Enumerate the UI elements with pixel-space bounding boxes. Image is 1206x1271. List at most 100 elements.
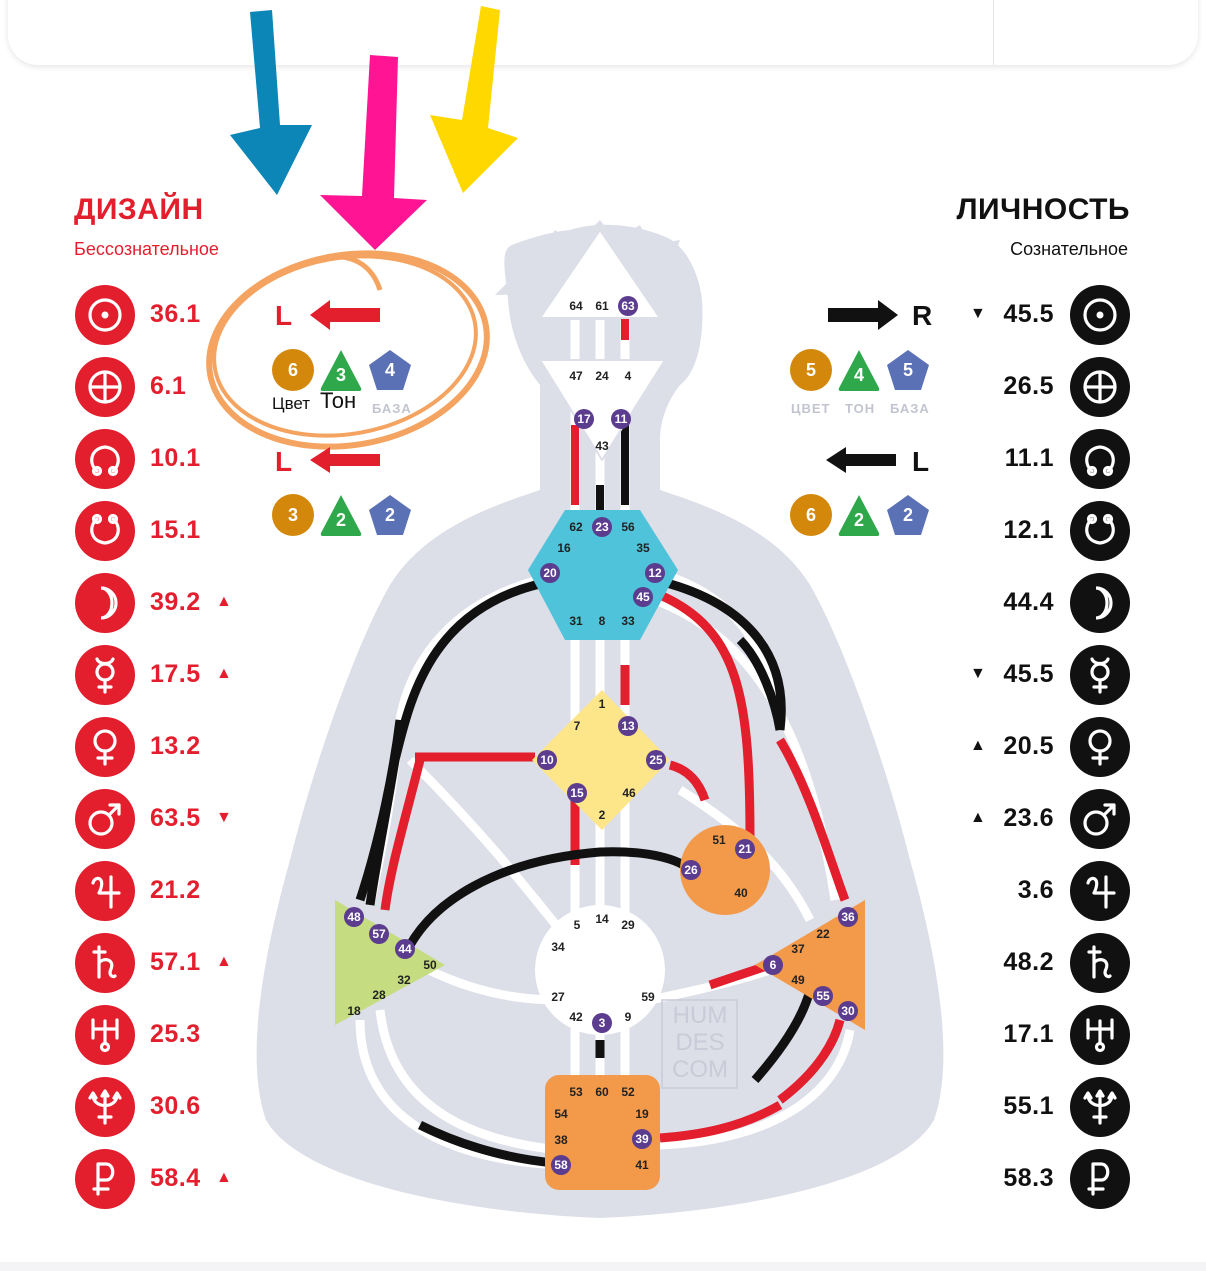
channel-bg [659, 1029, 855, 1150]
watermark-text: HUM [673, 1002, 728, 1029]
big-arrows [206, 6, 898, 473]
color-badge: 3 [271, 493, 315, 537]
tone-badge-value: 2 [335, 510, 346, 530]
gate-number: 22 [816, 927, 830, 941]
base-badge: 2 [368, 493, 412, 537]
gate-number: 20 [543, 566, 557, 580]
annotation-tone: Тон [320, 388, 357, 413]
saturn-icon[interactable] [75, 933, 135, 993]
gate-highlight [611, 409, 631, 429]
south-node-icon[interactable] [75, 501, 135, 561]
gate-highlight [618, 296, 638, 316]
mars-icon[interactable] [1070, 789, 1130, 849]
moon-icon[interactable] [75, 573, 135, 633]
gate-number: 6 [770, 958, 777, 972]
gate-number: 57 [372, 927, 386, 941]
jupiter-icon[interactable] [75, 861, 135, 921]
planet-value: 10.1 [150, 444, 201, 472]
planet-value: 25.3 [150, 1020, 201, 1048]
earth-icon[interactable] [1070, 357, 1130, 417]
pluto-icon[interactable] [75, 1149, 135, 1209]
pluto-icon[interactable] [1070, 1149, 1130, 1209]
gate-number: 55 [816, 989, 830, 1003]
tone-badge: 2 [319, 493, 363, 537]
gate-number: 59 [641, 990, 655, 1004]
planet-value: 6.1 [150, 372, 187, 400]
blue-arrow [230, 10, 312, 195]
line-change-marker: ▲ [970, 809, 986, 826]
highlight-scribble [311, 254, 383, 291]
gate-highlight [681, 860, 701, 880]
sun-icon[interactable] [1070, 285, 1130, 345]
gate-number: 15 [570, 786, 584, 800]
sacral-center [535, 905, 665, 1035]
base-badge: 4 [368, 348, 412, 392]
gate-number: 18 [347, 1004, 361, 1018]
gate-number: 61 [595, 299, 609, 313]
neptune-icon[interactable] [75, 1077, 135, 1137]
top-card-divider [993, 0, 994, 65]
neptune-icon[interactable] [1070, 1077, 1130, 1137]
channel-black [417, 1120, 556, 1168]
gate-highlight [632, 1129, 652, 1149]
gate-number: 41 [635, 1158, 649, 1172]
earth-icon[interactable] [75, 357, 135, 417]
gate-number: 19 [635, 1107, 649, 1121]
yellow-arrow [430, 6, 518, 193]
planet-value: 26.5 [1003, 372, 1054, 400]
north-node-icon[interactable] [75, 429, 135, 489]
design-title: ДИЗАЙН [74, 193, 204, 226]
gate-number: 51 [712, 833, 726, 847]
gate-number: 31 [569, 614, 583, 628]
gate-highlight [763, 955, 783, 975]
design-arrow-left [310, 447, 380, 473]
mercury-icon[interactable] [1070, 645, 1130, 705]
line-change-marker: ▼ [970, 305, 986, 322]
gate-number: 3 [599, 1016, 606, 1030]
personality-arrow1-label: R [912, 300, 933, 331]
mercury-icon[interactable] [75, 645, 135, 705]
uranus-icon[interactable] [1070, 1005, 1130, 1065]
gate-number: 8 [599, 614, 606, 628]
planet-value: 15.1 [150, 516, 201, 544]
root-center [545, 1075, 660, 1190]
planet-value: 23.6 [1003, 804, 1054, 832]
venus-icon[interactable] [1070, 717, 1130, 777]
gate-highlight [735, 839, 755, 859]
planet-value: 63.5 [150, 804, 201, 832]
gate-highlight [369, 924, 389, 944]
mars-icon[interactable] [75, 789, 135, 849]
venus-icon[interactable] [75, 717, 135, 777]
gate-number: 13 [621, 719, 635, 733]
north-node-icon[interactable] [1070, 429, 1130, 489]
annotation-base: БАЗА [372, 401, 412, 416]
moon-icon[interactable] [1070, 573, 1130, 633]
channel-black [355, 719, 405, 902]
planet-value: 17.1 [1003, 1020, 1054, 1048]
jupiter-icon[interactable] [1070, 861, 1130, 921]
tone-badge-value: 2 [853, 510, 864, 530]
gate-number: 54 [554, 1107, 568, 1121]
planet-value: 55.1 [1003, 1092, 1054, 1120]
channel-bg [406, 756, 564, 933]
gate-number: 32 [397, 973, 411, 987]
base-badge-value: 5 [902, 360, 913, 380]
uranus-icon[interactable] [75, 1005, 135, 1065]
watermark-text: DES [675, 1029, 724, 1056]
planet-value: 36.1 [150, 300, 201, 328]
planet-value: 12.1 [1003, 516, 1054, 544]
gate-number: 4 [625, 369, 632, 383]
gate-number: 2 [599, 808, 606, 822]
south-node-icon[interactable] [1070, 501, 1130, 561]
tone-badge: 3 [319, 348, 363, 392]
gate-highlight [592, 517, 612, 537]
color-badge-value: 5 [805, 360, 816, 380]
tone-badge-value: 3 [335, 365, 346, 385]
planet-value: 44.4 [1003, 588, 1054, 616]
sun-icon[interactable] [75, 285, 135, 345]
base-badge-value: 4 [384, 360, 395, 380]
gate-number: 27 [551, 990, 565, 1004]
saturn-icon[interactable] [1070, 933, 1130, 993]
